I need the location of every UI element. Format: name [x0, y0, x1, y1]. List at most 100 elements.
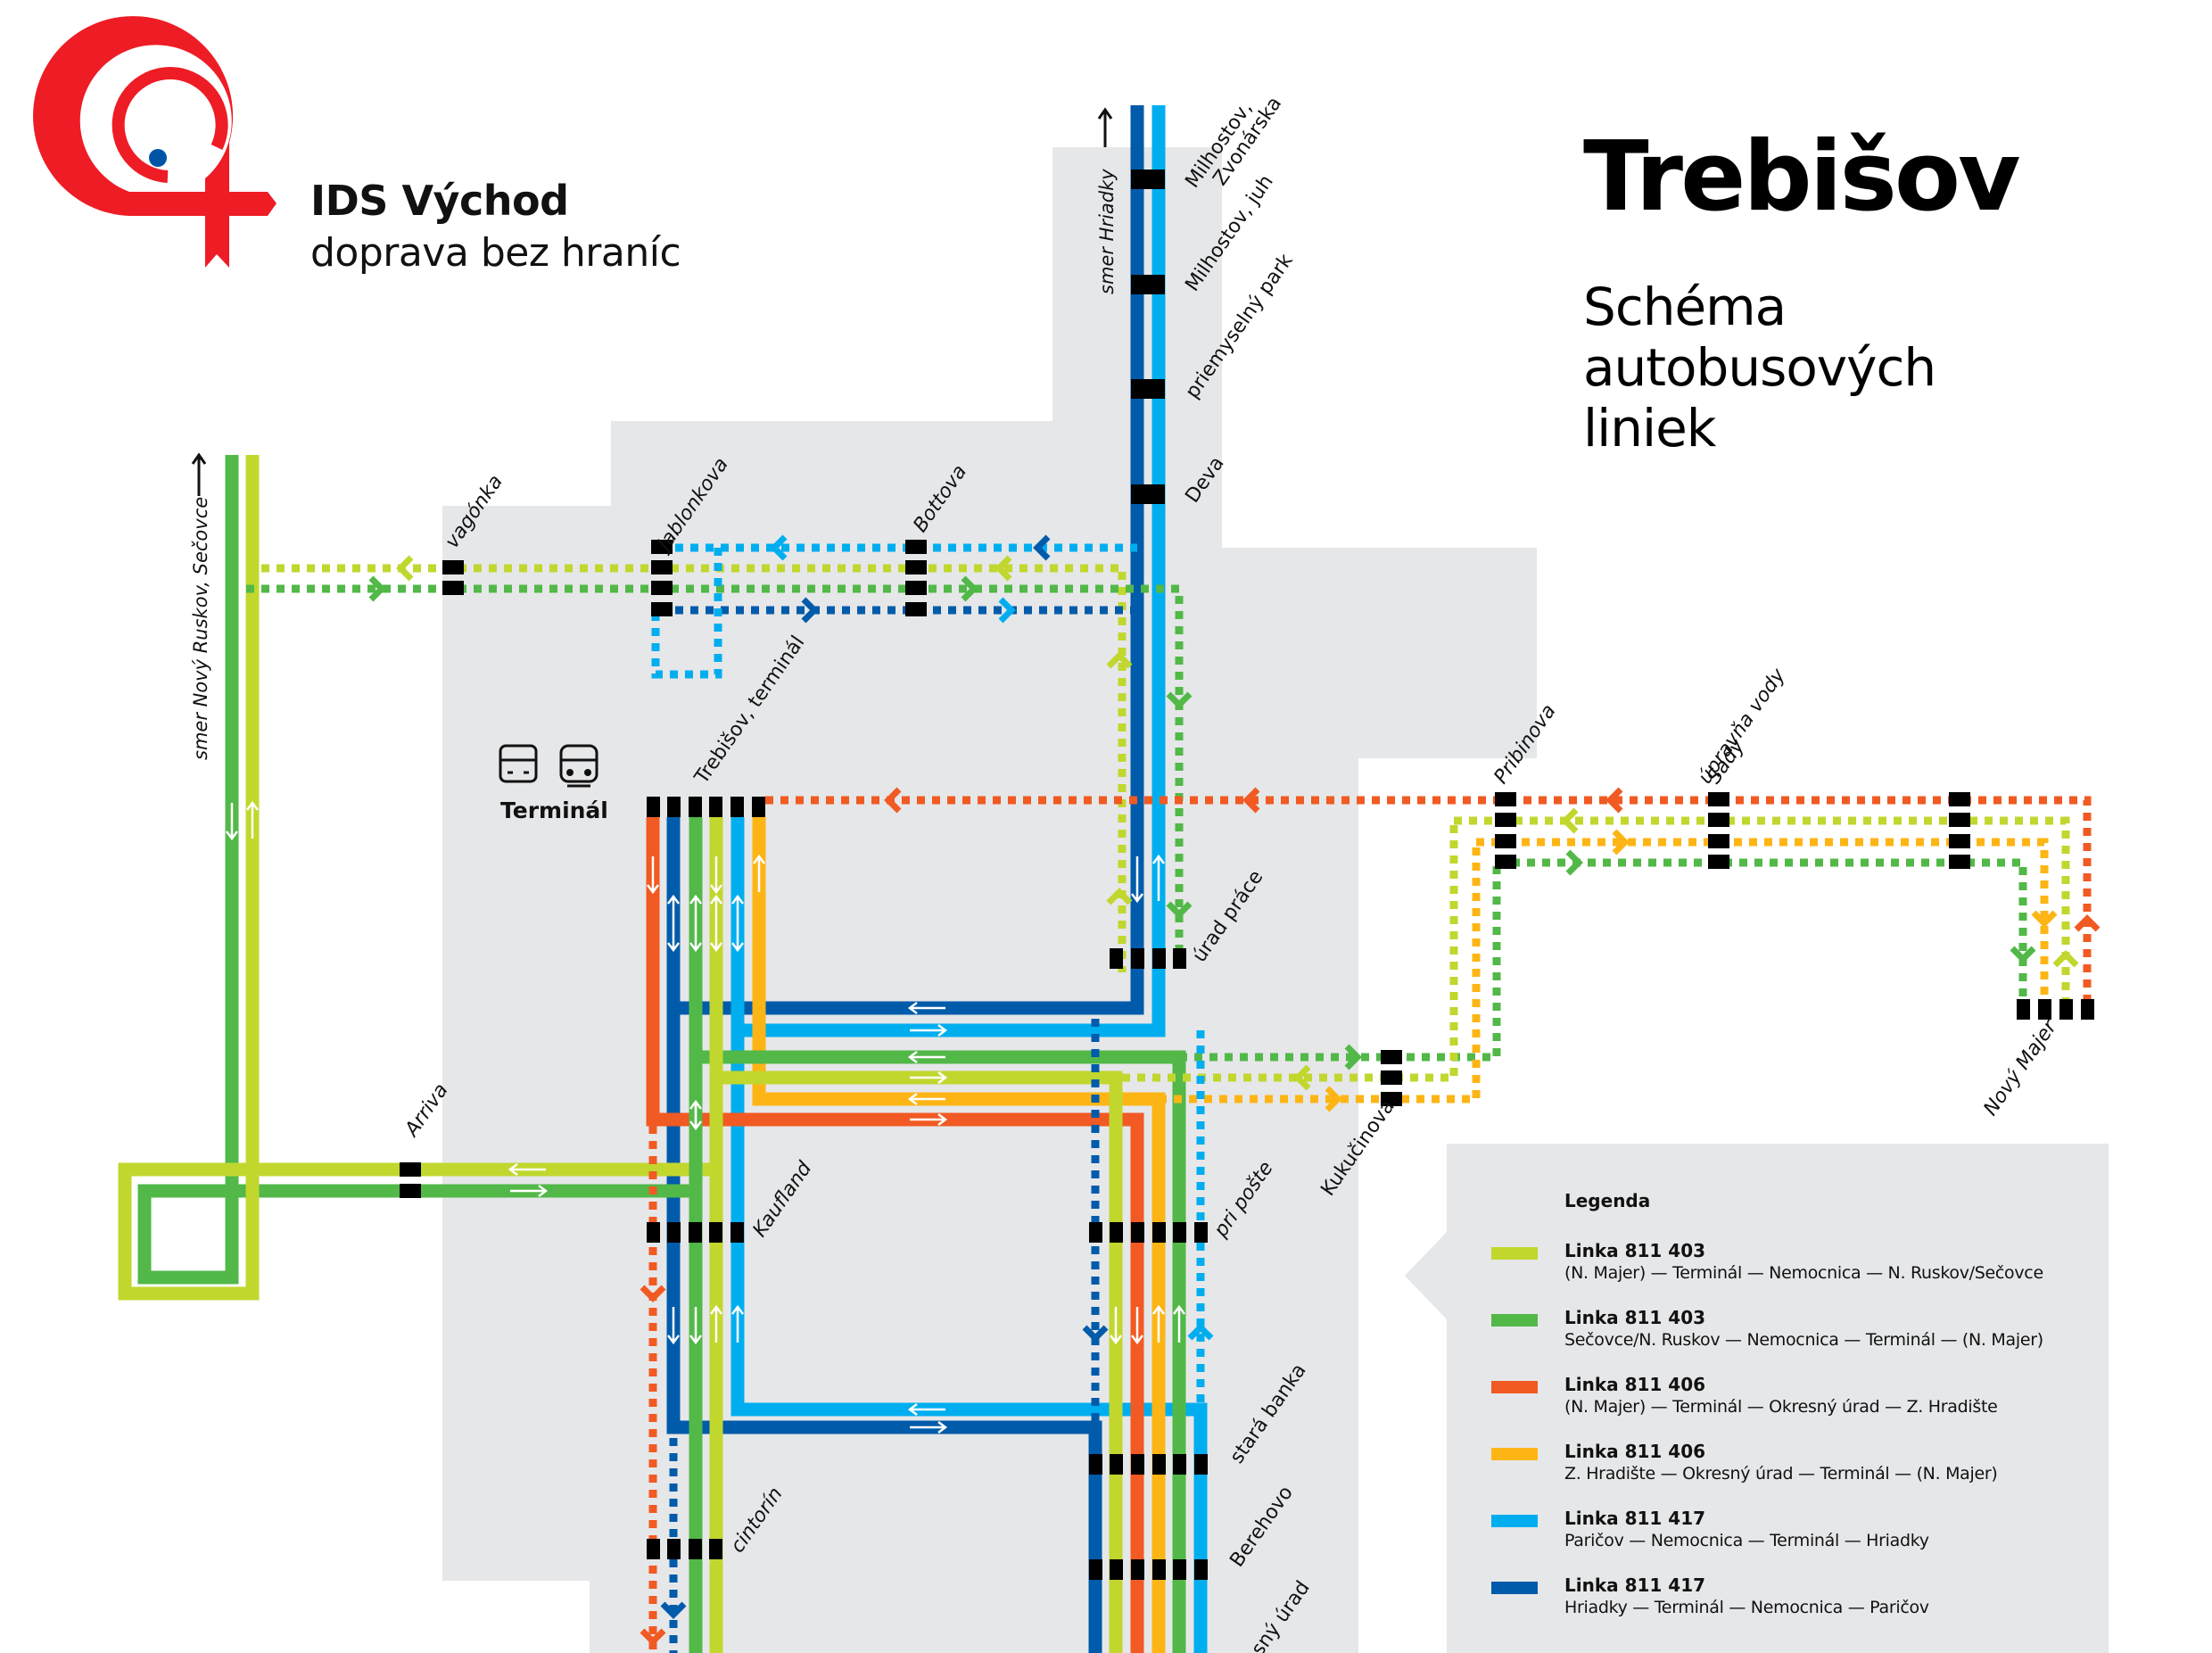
stop-marker — [442, 581, 464, 595]
direction-chevron-down-icon — [2031, 910, 2058, 928]
direction-chevron-left-icon — [995, 555, 1012, 582]
stop-marker — [905, 540, 927, 554]
legend-pointer — [1405, 1231, 1448, 1320]
stop-marker — [1495, 813, 1516, 827]
flow-arrow-icon — [1173, 1304, 1185, 1343]
line-406-novy-majer — [765, 796, 2092, 1008]
flow-arrow-icon — [910, 1113, 948, 1126]
stop-markers — [400, 169, 2094, 1580]
stop-marker — [752, 797, 765, 817]
flow-arrow-icon — [910, 1071, 948, 1084]
flow-arrow-icon — [1152, 854, 1165, 901]
stop-marker — [1173, 1222, 1186, 1243]
direction-chevron-left-icon — [770, 534, 788, 561]
flow-arrow-icon — [1131, 856, 1143, 904]
flow-arrow-icon — [689, 1307, 702, 1345]
line-417-loop — [651, 548, 722, 679]
stop-marker — [709, 1222, 722, 1243]
legend: Legenda Linka 811 403 (N. Majer) — Termin… — [1447, 1144, 2109, 1653]
stop-marker — [1708, 834, 1729, 848]
stop-marker — [442, 560, 464, 574]
subtitle-line: autobusových — [1583, 337, 1936, 398]
terminal-label: Terminál — [500, 798, 608, 823]
page-subtitle: Schéma autobusových liniek — [1583, 277, 1936, 459]
stop-marker — [2017, 999, 2030, 1020]
legend-swatch — [1491, 1582, 1538, 1594]
flow-arrow-icon — [907, 1002, 945, 1014]
subtitle-line: liniek — [1583, 398, 1716, 459]
legend-line-number: Linka 811 403 — [1564, 1307, 1706, 1328]
stop-marker — [651, 560, 673, 574]
stop-marker — [651, 581, 673, 595]
north-arrow-hriadky — [1097, 107, 1113, 147]
legend-line-number: Linka 811 417 — [1564, 1574, 1706, 1596]
flow-arrow-icon — [689, 923, 702, 953]
stop-marker — [1173, 1559, 1186, 1580]
stop-marker — [2081, 999, 2094, 1020]
stop-marker — [709, 797, 722, 817]
legend-route: (N. Majer) — Terminál — Okresný úrad — Z… — [1564, 1397, 1998, 1417]
flow-arrow-icon — [731, 894, 744, 923]
stop-marker — [1194, 1559, 1208, 1580]
flow-arrow-icon — [647, 856, 659, 895]
stop-marker — [1152, 1454, 1166, 1475]
line-403-novy-majer — [1454, 816, 2070, 1008]
brand-name: IDS Východ — [310, 177, 569, 225]
direction-chevron-up-icon — [2074, 914, 2101, 932]
stop-marker — [1173, 948, 1186, 969]
stop-marker — [1152, 1222, 1166, 1243]
legend-line-number: Linka 811 406 — [1564, 1374, 1706, 1395]
stop-marker — [1131, 1454, 1144, 1475]
flow-arrow-icon — [907, 1093, 945, 1105]
stop-marker — [689, 1222, 702, 1243]
direction-chevron-left-icon — [1293, 1064, 1311, 1091]
north-arrow-ruskov — [191, 452, 207, 496]
direction-chevron-down-icon — [1166, 691, 1193, 709]
direction-chevron-right-icon — [368, 575, 386, 602]
flow-arrow-icon — [689, 894, 702, 923]
stop-marker — [689, 1539, 702, 1559]
stop-marker — [400, 1184, 421, 1198]
stop-marker — [689, 797, 702, 817]
legend-title: Legenda — [1564, 1190, 1651, 1211]
flow-arrow-icon — [246, 800, 259, 839]
flow-arrow-icon — [1110, 1307, 1122, 1345]
stop-marker — [1131, 1222, 1144, 1243]
direction-chevron-left-icon — [396, 555, 414, 582]
stop-marker — [1708, 855, 1729, 869]
ids-logo — [33, 16, 276, 268]
flow-arrow-icon — [1152, 1304, 1165, 1343]
direction-chevron-down-icon — [640, 1285, 666, 1302]
direction-chevron-left-icon — [1033, 534, 1051, 561]
direction-chevron-up-icon — [1106, 651, 1133, 669]
stop-marker — [647, 1539, 660, 1559]
stop-marker — [651, 540, 673, 554]
flow-arrow-icon — [689, 1099, 702, 1128]
stop-marker — [709, 1539, 722, 1559]
direction-chevron-right-icon — [1565, 849, 1583, 876]
legend-line-number: Linka 811 406 — [1564, 1441, 1706, 1462]
stop-marker — [1194, 1454, 1208, 1475]
line-406-kukucinova — [1159, 842, 1481, 1103]
flow-arrow-icon — [1131, 1307, 1143, 1345]
flow-arrow-icon — [731, 1304, 744, 1343]
direction-chevron-left-icon — [884, 787, 902, 814]
stop-marker — [1110, 1559, 1123, 1580]
bus-icon — [499, 744, 538, 783]
legend-route: Paričov — Nemocnica — Terminál — Hriadky — [1564, 1531, 1929, 1550]
flow-arrow-icon — [508, 1163, 546, 1176]
line-403-ruskov-green — [137, 455, 696, 1285]
legend-swatch — [1491, 1381, 1538, 1393]
stop-marker — [400, 1162, 421, 1177]
stop-marker — [1131, 1559, 1144, 1580]
legend-swatch — [1491, 1515, 1538, 1527]
direction-chevron-down-icon — [1082, 1325, 1109, 1343]
train-icon — [559, 744, 598, 788]
stop-marker — [905, 581, 927, 595]
stop-marker — [1708, 792, 1729, 806]
stop-marker — [1194, 1222, 1208, 1243]
direction-chevron-up-icon — [1106, 888, 1133, 905]
flow-arrow-icon — [667, 894, 680, 923]
legend-line-number: Linka 811 403 — [1564, 1240, 1706, 1261]
stop-marker — [1131, 169, 1165, 189]
